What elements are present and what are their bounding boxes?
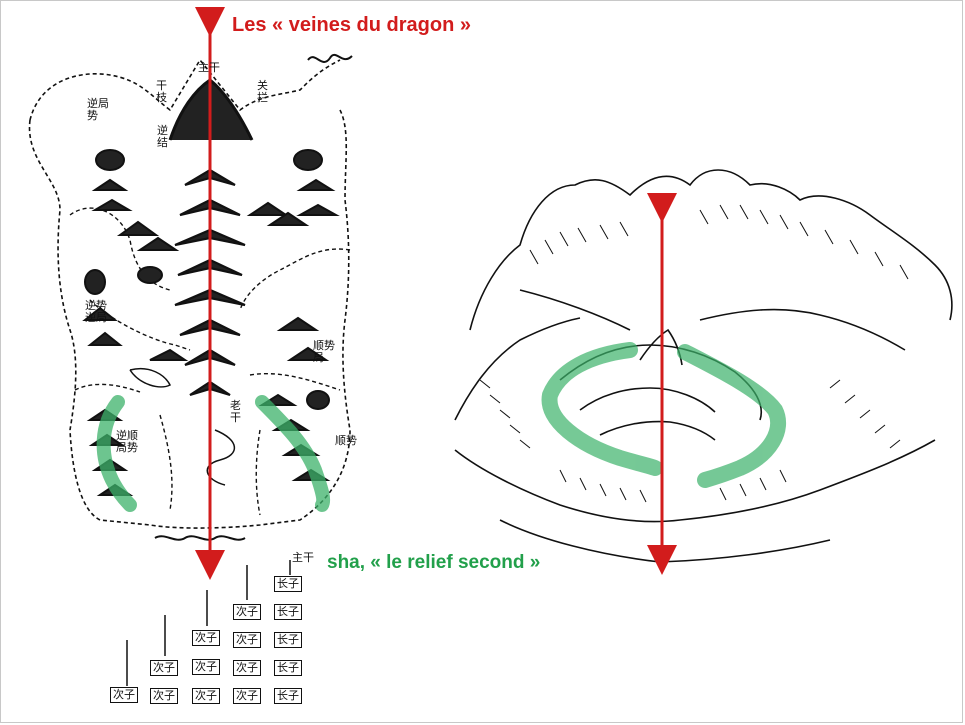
box-second-son: 次子 (192, 630, 220, 646)
box-second-son: 次子 (150, 688, 178, 704)
dragon-veins-label: Les « veines du dragon » (232, 14, 471, 37)
label-main-trunk-top: 主干 (198, 62, 220, 74)
box-second-son: 次子 (233, 660, 261, 676)
label-favorable-right-low: 顺势 (335, 435, 359, 447)
box-elder-son: 长子 (274, 688, 302, 704)
dragon-vein-map (30, 55, 352, 540)
box-elder-son: 长子 (274, 632, 302, 648)
label-guan-lan: 关拦 (257, 80, 269, 104)
label-reverse-favorable-left: 逆顺局势 (116, 430, 140, 454)
box-elder-son: 长子 (274, 660, 302, 676)
label-reverse-knot: 逆结 (157, 125, 169, 149)
label-favorable-layout-right: 顺势局 (313, 340, 337, 364)
secondary-relief-right (550, 350, 779, 480)
box-second-son: 次子 (150, 660, 178, 676)
box-second-son: 次子 (233, 632, 261, 648)
box-second-son: 次子 (233, 688, 261, 704)
label-old-trunk: 老干 (230, 400, 242, 424)
label-reverse-layout-left: 逆局势 (87, 98, 111, 122)
box-second-son: 次子 (192, 659, 220, 675)
box-second-son: 次子 (233, 604, 261, 620)
label-reverse-layout-mid: 逆势逆局 (85, 300, 109, 324)
box-elder-son: 长子 (274, 604, 302, 620)
secondary-relief-label: sha, « le relief second » (327, 552, 540, 574)
box-second-son: 次子 (192, 688, 220, 704)
label-branch: 干枝 (156, 80, 168, 104)
box-second-son: 次子 (110, 687, 138, 703)
box-elder-son: 长子 (274, 576, 302, 592)
label-main-trunk-bottom: 主干 (292, 552, 314, 564)
